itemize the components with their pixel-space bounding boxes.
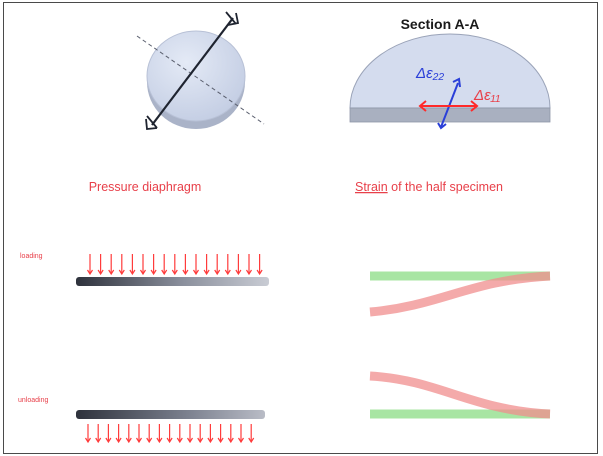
pressure-arrow-icon <box>84 424 92 444</box>
section-title: Section A-A <box>401 16 480 32</box>
pressure-arrow-icon <box>108 254 115 276</box>
unloading-red-band <box>369 371 551 419</box>
pressure-arrow-icon <box>171 254 178 276</box>
pressure-arrow-icon <box>207 424 214 444</box>
section-arrow-top-icon <box>225 11 240 26</box>
pressure-arrow-icon <box>186 424 194 444</box>
pressure-arrow-icon <box>176 424 183 444</box>
loading-red-band <box>369 271 551 317</box>
caption-strain-half-specimen: Strain of the half specimen <box>355 180 503 194</box>
pressure-arrow-icon <box>248 424 255 444</box>
disk-specimen <box>146 30 246 129</box>
pressure-arrow-icon <box>217 424 224 444</box>
pressure-arrow-icon <box>197 424 204 444</box>
pressure-arrow-icon <box>214 254 221 276</box>
pressure-arrow-icon <box>203 254 210 276</box>
section-cut-line <box>151 17 234 126</box>
pressure-arrow-icon <box>237 424 245 444</box>
pressure-arrow-icon <box>156 424 163 444</box>
label-unloading: unloading <box>18 397 48 404</box>
pressure-arrow-icon <box>256 254 263 276</box>
caption-strain-word: Strain <box>355 180 388 194</box>
pressure-arrow-icon <box>139 254 147 276</box>
label-loading: loading <box>20 253 43 260</box>
pressure-arrow-icon <box>129 254 136 276</box>
loading-pressure-arrows <box>86 254 263 276</box>
pressure-arrow-icon <box>135 424 143 444</box>
strain-11-arrow-icon <box>418 100 479 112</box>
pressure-arrow-icon <box>118 254 125 276</box>
strain-11-label: Δε₁₁ <box>473 87 500 104</box>
caption-pressure-diaphragm: Pressure diaphragm <box>89 180 202 194</box>
pressure-arrow-icon <box>224 254 231 276</box>
pressure-arrow-icon <box>161 254 168 276</box>
pressure-arrow-icon <box>115 424 122 444</box>
pressure-arrow-icon <box>125 424 132 444</box>
section-dashed-line <box>136 35 265 125</box>
pressure-arrow-icon <box>192 254 200 276</box>
pressure-arrow-icon <box>95 424 102 444</box>
pressure-arrow-icon <box>86 254 94 276</box>
pressure-arrow-icon <box>182 254 189 276</box>
pressure-arrow-icon <box>245 254 253 276</box>
pressure-arrow-icon <box>97 254 104 276</box>
caption-strain-rest: of the half specimen <box>388 180 503 194</box>
pressure-arrow-icon <box>227 424 234 444</box>
pressure-arrow-icon <box>150 254 157 276</box>
pressure-arrow-icon <box>166 424 173 444</box>
half-specimen-section <box>349 33 551 123</box>
strain-22-label: Δε₂₂ <box>415 65 444 82</box>
section-arrow-bottom-icon <box>145 115 158 130</box>
pressure-arrow-icon <box>105 424 112 444</box>
pressure-arrow-icon <box>146 424 153 444</box>
unloading-pressure-arrows <box>84 424 255 444</box>
loading-plate <box>76 277 269 286</box>
unloading-plate <box>76 410 265 419</box>
pressure-arrow-icon <box>235 254 242 276</box>
